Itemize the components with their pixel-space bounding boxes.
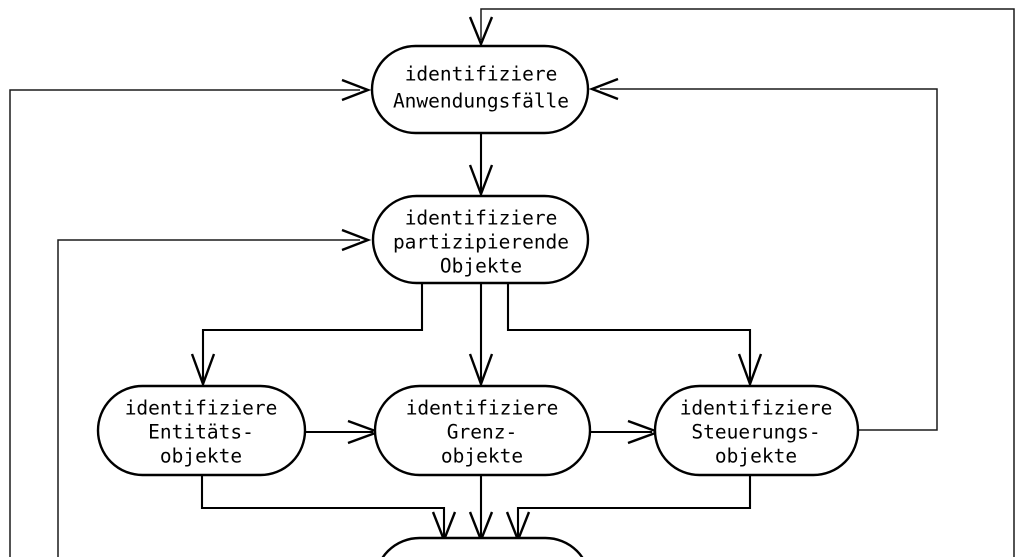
edge-layer <box>9 8 1015 557</box>
node-label-entity-line-3: objekte <box>160 445 242 468</box>
node-shape-control-objects <box>653 384 860 477</box>
node-identifiziere-grenzobjekte[interactable]: identifiziere Grenz- objekte <box>373 384 592 477</box>
node-label-boundary-line-1: identifiziere <box>406 397 559 420</box>
node-label-use-cases-line-2: Anwendungsfälle <box>393 90 569 113</box>
node-label-control-line-3: objekte <box>715 445 797 468</box>
node-shape-participating-objects <box>371 194 590 285</box>
edge-use-cases-to-participating-objects <box>468 133 494 198</box>
edge-participating-to-entity-objects <box>190 283 424 388</box>
node-shape-bottom-node <box>381 536 584 557</box>
node-label-participating-line-3: Objekte <box>440 255 522 278</box>
edge-right-outer-return-loop <box>468 8 1015 557</box>
edge-boundary-to-control-objects <box>590 419 662 445</box>
edge-participating-to-control-objects <box>506 283 763 388</box>
edge-entity-to-boundary-objects <box>305 419 382 445</box>
node-shape-use-cases <box>370 44 590 135</box>
edge-control-to-bottom-node <box>505 474 752 544</box>
node-label-participating-line-2: partizipierende <box>393 231 569 254</box>
node-label-entity-line-1: identifiziere <box>125 397 278 420</box>
edge-left-inner-feedback-to-participating-objects <box>57 228 372 557</box>
node-identifiziere-entitaetsobjekte[interactable]: identifiziere Entitäts- objekte <box>96 384 307 477</box>
node-label-use-cases-line-1: identifiziere <box>405 63 558 86</box>
node-label-control-line-1: identifiziere <box>680 397 833 420</box>
edge-control-objects-back-to-use-cases <box>588 77 938 431</box>
node-shape-boundary-objects <box>373 384 592 477</box>
edge-entity-to-bottom-node <box>200 474 457 544</box>
node-bottom-cropped[interactable] <box>375 536 590 557</box>
node-label-participating-line-1: identifiziere <box>405 207 558 230</box>
edge-participating-to-boundary-objects <box>468 283 494 388</box>
edge-boundary-to-bottom-node <box>468 474 494 544</box>
node-label-entity-line-2: Entitäts- <box>148 421 254 444</box>
edge-left-outer-feedback-to-use-cases <box>9 78 372 557</box>
node-identifiziere-partizipierende-objekte[interactable]: identifiziere partizipierende Objekte <box>371 194 590 285</box>
node-label-boundary-line-3: objekte <box>441 445 523 468</box>
node-identifiziere-anwendungsfaelle[interactable]: identifiziere Anwendungsfälle <box>370 44 590 135</box>
node-label-control-line-2: Steuerungs- <box>691 421 820 444</box>
node-layer: identifiziere Anwendungsfälle identifizi… <box>96 44 860 557</box>
node-shape-entity-objects <box>96 384 307 477</box>
node-identifiziere-steuerungsobjekte[interactable]: identifiziere Steuerungs- objekte <box>653 384 860 477</box>
node-label-boundary-line-2: Grenz- <box>447 421 517 444</box>
